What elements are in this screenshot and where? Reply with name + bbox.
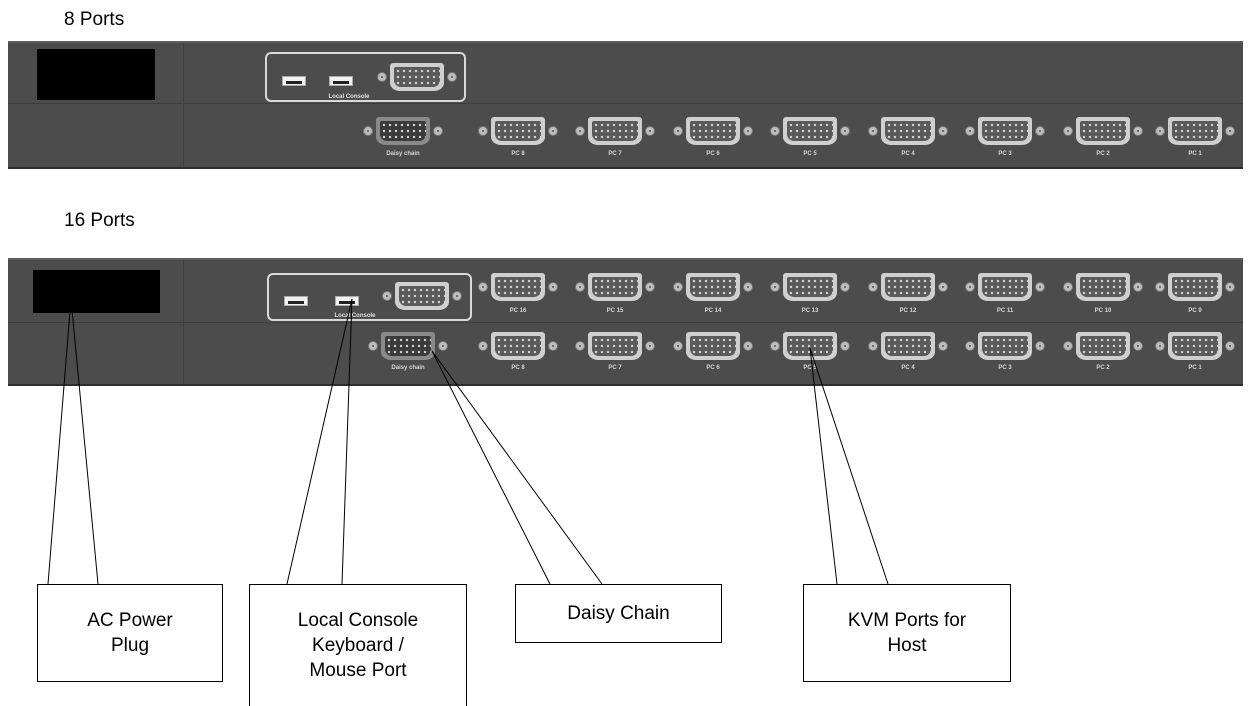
vga-connector xyxy=(868,117,948,145)
daisy-chain-label: Daisy chain xyxy=(391,365,425,371)
vga-connector xyxy=(575,273,655,301)
leader-kvm-ports xyxy=(809,347,889,585)
port-label: PC 5 xyxy=(803,151,817,157)
vga-connector xyxy=(673,273,753,301)
vga-connector xyxy=(478,332,558,360)
port-label: PC 2 xyxy=(1096,365,1110,371)
leader-local-console xyxy=(286,298,353,585)
vga-connector xyxy=(770,332,850,360)
power-inlet-8 xyxy=(37,49,155,100)
port-label: PC 13 xyxy=(801,308,819,314)
port-label: PC 12 xyxy=(899,308,917,314)
port-label: PC 3 xyxy=(998,151,1012,157)
port-label: PC 7 xyxy=(608,151,622,157)
vga-connector xyxy=(868,273,948,301)
callout-kvm-ports: KVM Ports for Host xyxy=(803,584,1011,682)
vga-connector xyxy=(575,117,655,145)
power-inlet-16 xyxy=(33,270,160,313)
port-label: PC 15 xyxy=(606,308,624,314)
vga-connector xyxy=(1155,273,1235,301)
local-console-label: Local Console xyxy=(328,94,370,100)
port-label: PC 3 xyxy=(998,365,1012,371)
usb-port xyxy=(282,76,306,86)
vga-connector xyxy=(1063,117,1143,145)
vga-connector xyxy=(1063,332,1143,360)
port-label: PC 6 xyxy=(706,151,720,157)
vga-connector xyxy=(770,117,850,145)
local-console-label: Local Console xyxy=(334,313,376,319)
panel-16-ports: Local Console PC 16 PC 15 PC 14 PC 13 PC 12 P… xyxy=(8,258,1243,386)
vga-connector xyxy=(965,117,1045,145)
panel-8-ports: Local Console Daisy chain PC 8 PC 7 PC 6 PC … xyxy=(8,41,1243,169)
vga-connector xyxy=(363,117,443,145)
vga-connector xyxy=(965,273,1045,301)
vga-connector xyxy=(673,332,753,360)
vga-connector xyxy=(868,332,948,360)
vga-connector xyxy=(368,332,448,360)
leader-ac-power xyxy=(47,298,99,585)
local-console-frame-16: Local Console xyxy=(267,273,472,321)
port-label: PC 9 xyxy=(1188,308,1202,314)
vga-connector xyxy=(1155,332,1235,360)
port-label: PC 1 xyxy=(1188,365,1202,371)
console-vga-port xyxy=(377,63,457,91)
port-label: PC 4 xyxy=(901,151,915,157)
port-label: PC 16 xyxy=(509,308,527,314)
port-label: PC 14 xyxy=(704,308,722,314)
port-label: PC 8 xyxy=(511,151,525,157)
leader-daisy-chain xyxy=(431,350,603,585)
daisy-chain-label: Daisy chain xyxy=(386,151,420,157)
port-label: PC 11 xyxy=(996,308,1014,314)
port-label: PC 6 xyxy=(706,365,720,371)
vga-connector xyxy=(673,117,753,145)
callout-daisy-chain: Daisy Chain xyxy=(515,584,722,643)
usb-port xyxy=(329,76,353,86)
port-label: PC 7 xyxy=(608,365,622,371)
port-label: PC 10 xyxy=(1094,308,1112,314)
caption-8-ports: 8 Ports xyxy=(64,9,125,30)
vga-connector xyxy=(1155,117,1235,145)
console-vga-port xyxy=(382,282,462,310)
vga-connector xyxy=(770,273,850,301)
callout-local-console: Local Console Keyboard / Mouse Port xyxy=(249,584,467,706)
port-label: PC 4 xyxy=(901,365,915,371)
port-label: PC 1 xyxy=(1188,151,1202,157)
usb-port xyxy=(284,296,308,306)
port-label: PC 8 xyxy=(511,365,525,371)
vga-connector xyxy=(1063,273,1143,301)
caption-16-ports: 16 Ports xyxy=(64,210,135,231)
port-label: PC 5 xyxy=(803,365,817,371)
usb-port xyxy=(335,296,359,306)
port-label: PC 2 xyxy=(1096,151,1110,157)
vga-connector xyxy=(575,332,655,360)
callout-ac-power: AC Power Plug xyxy=(37,584,223,682)
vga-connector xyxy=(478,273,558,301)
local-console-frame-8: Local Console xyxy=(265,52,466,102)
vga-connector xyxy=(965,332,1045,360)
vga-connector xyxy=(478,117,558,145)
